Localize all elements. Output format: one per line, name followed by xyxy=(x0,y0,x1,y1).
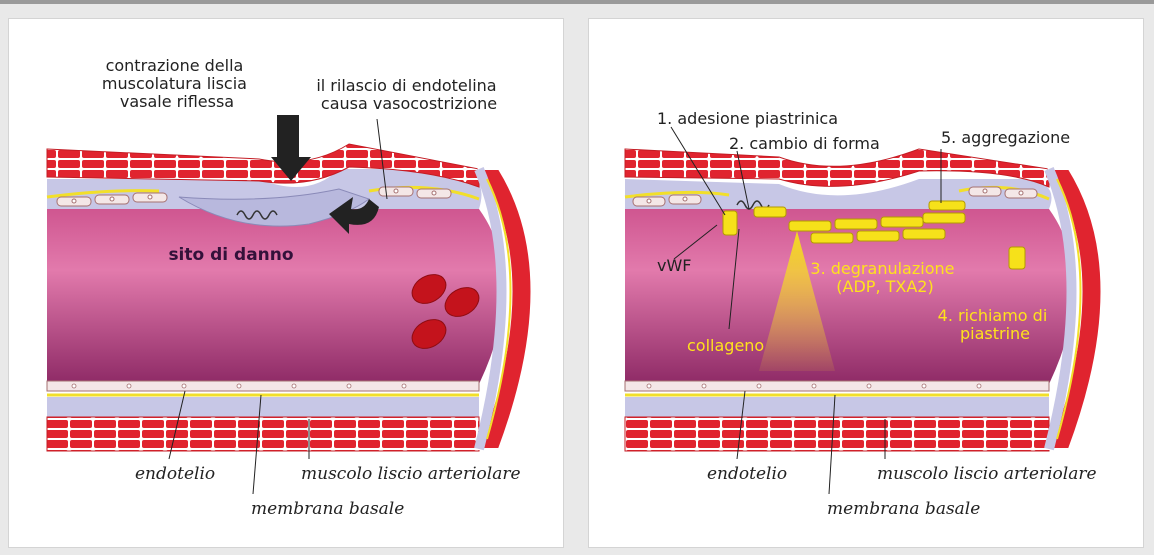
endothelium-bottom-band xyxy=(47,381,479,391)
label-endothelium: endotelio xyxy=(135,464,215,484)
label-basal-membrane: membrana basale xyxy=(827,499,980,519)
label-shape-change: 2. cambio di forma xyxy=(729,134,880,153)
label-endothelium: endotelio xyxy=(707,464,787,484)
panel-vasoconstriction: contrazione della muscolatura liscia vas… xyxy=(8,18,564,548)
label-endothelin: il rilascio di endotelina causa vasocost… xyxy=(316,76,501,113)
label-aggregation: 5. aggregazione xyxy=(941,128,1070,147)
label-adhesion: 1. adesione piastrinica xyxy=(657,109,838,128)
panel-platelet-plug: 1. adesione piastrinica 2. cambio di for… xyxy=(588,18,1144,548)
label-collagen: collageno xyxy=(687,336,764,355)
intima-bottom xyxy=(47,397,479,417)
muscle-bottom xyxy=(47,417,479,451)
label-smooth-muscle: muscolo liscio arteriolare xyxy=(877,464,1097,484)
muscle-bottom xyxy=(625,417,1049,451)
label-vwf: vWF xyxy=(657,256,692,275)
vessel-diagram-left: contrazione della muscolatura liscia vas… xyxy=(9,19,564,548)
label-damage-site: sito di danno xyxy=(168,245,293,265)
vessel-diagram-right: 1. adesione piastrinica 2. cambio di for… xyxy=(589,19,1144,548)
label-basal-membrane: membrana basale xyxy=(251,499,404,519)
label-contraction: contrazione della muscolatura liscia vas… xyxy=(102,56,252,111)
label-smooth-muscle: muscolo liscio arteriolare xyxy=(301,464,521,484)
